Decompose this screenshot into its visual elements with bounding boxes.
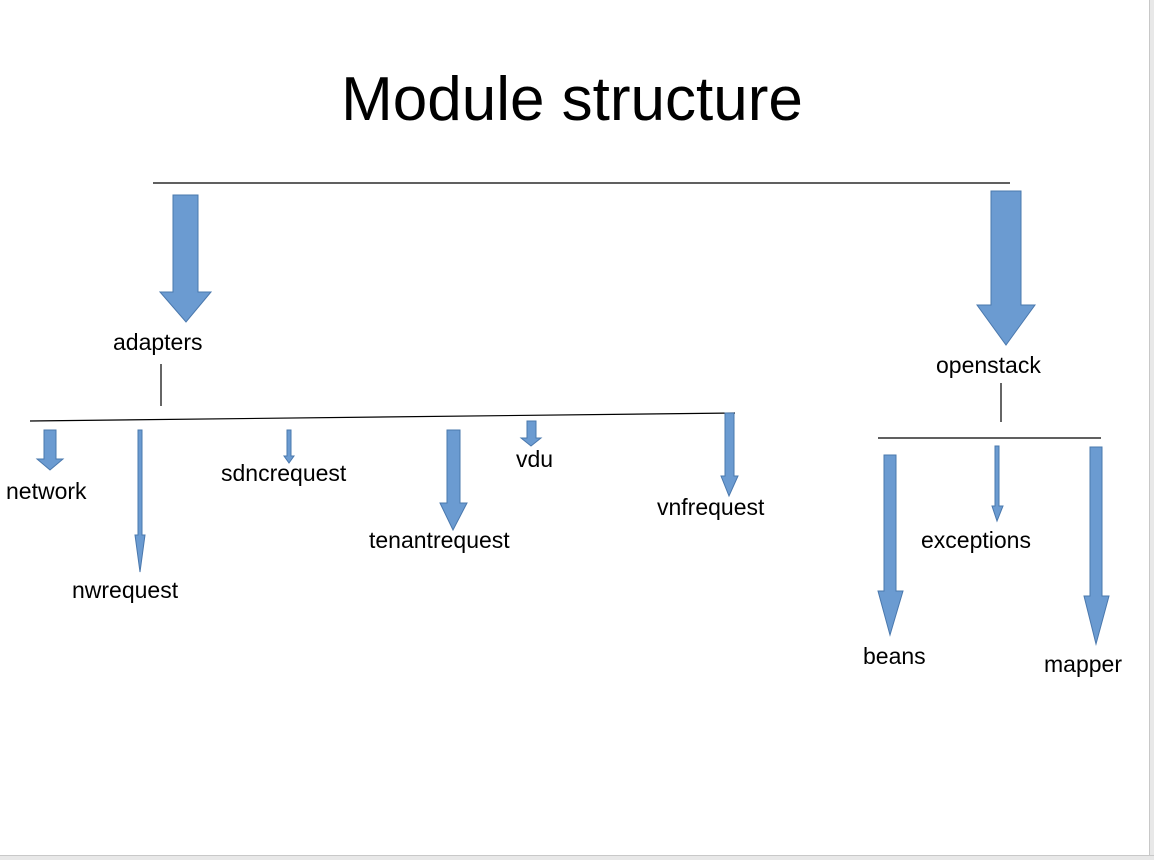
node-vdu: vdu <box>516 446 554 472</box>
node-openstack: openstack <box>936 352 1041 378</box>
node-exceptions: exceptions <box>921 527 1031 553</box>
node-sdncrequest: sdncrequest <box>221 460 347 486</box>
node-beans: beans <box>863 643 926 669</box>
node-mapper: mapper <box>1044 651 1122 677</box>
arrow-vdu <box>519 420 543 447</box>
arrow-mapper <box>1083 446 1110 646</box>
arrow-nwrequest <box>134 429 146 573</box>
arrow-exceptions <box>991 445 1004 523</box>
node-adapters: adapters <box>113 329 203 355</box>
window-right-edge <box>1149 0 1154 860</box>
adapters-children-bar <box>29 412 736 422</box>
node-nwrequest: nwrequest <box>72 577 179 603</box>
node-network: network <box>6 478 87 504</box>
arrow-beans <box>877 454 904 637</box>
arrow-adapters <box>158 194 213 323</box>
arrow-tenantrequest <box>439 429 468 532</box>
window-bottom-edge <box>0 855 1154 860</box>
arrow-network <box>35 429 65 471</box>
node-tenantrequest: tenantrequest <box>369 527 510 553</box>
arrow-vnfrequest <box>720 412 739 498</box>
node-vnfrequest: vnfrequest <box>657 494 765 520</box>
arrow-sdncrequest <box>283 429 295 464</box>
arrow-openstack <box>976 190 1036 346</box>
slide-title: Module structure <box>341 65 803 134</box>
